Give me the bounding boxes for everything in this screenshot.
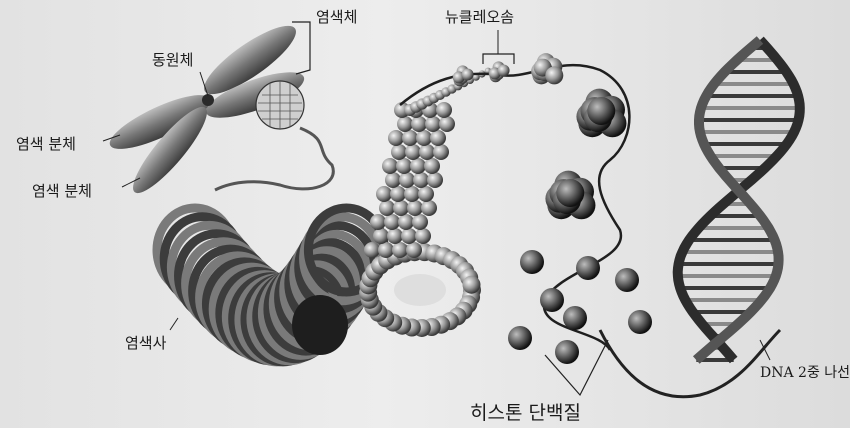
label-dna-helix: DNA 2중 나선: [760, 362, 850, 382]
coil-opening: [292, 295, 348, 355]
column-bead: [439, 116, 455, 132]
column-bead: [430, 130, 446, 146]
column-bead: [416, 130, 432, 146]
column-bead: [411, 116, 427, 132]
column-bead: [412, 214, 428, 230]
column-bead: [399, 172, 415, 188]
chromosome: [104, 15, 310, 201]
column-bead: [402, 130, 418, 146]
column-bead: [413, 172, 429, 188]
solenoid-loop: [359, 243, 481, 337]
label-nucleosome: 뉴클레오솜: [445, 6, 514, 27]
histone-octamer-bead: [545, 66, 563, 84]
column-bead: [385, 172, 401, 188]
histone-octamer-bead: [587, 97, 615, 125]
column-bead: [421, 200, 437, 216]
histone-ball: [615, 268, 639, 292]
column-bead: [404, 186, 420, 202]
column-bead: [376, 186, 392, 202]
histone-octamer-bead: [462, 68, 474, 80]
column-bead: [418, 186, 434, 202]
column-bead: [390, 186, 406, 202]
column-bead: [425, 116, 441, 132]
loop-bead: [462, 276, 480, 294]
column-bead: [393, 200, 409, 216]
column-bead: [396, 158, 412, 174]
chromatin-coil: [157, 208, 384, 362]
column-bead: [398, 214, 414, 230]
label-centromere: 동원체: [152, 49, 193, 70]
histone-ball: [555, 340, 579, 364]
histone-octamer-bead: [498, 64, 510, 76]
column-bead: [388, 130, 404, 146]
solenoid-column: [364, 68, 491, 258]
column-bead: [387, 228, 403, 244]
column-bead: [405, 144, 421, 160]
column-bead: [419, 144, 435, 160]
column-bead: [382, 158, 398, 174]
column-bead: [378, 242, 394, 258]
column-bead: [424, 158, 440, 174]
histone-ball: [628, 310, 652, 334]
label-chromosome: 염색체: [316, 6, 357, 27]
histone-ball: [540, 288, 564, 312]
dna-strand-bottom: [600, 330, 780, 397]
column-bead: [410, 158, 426, 174]
column-bead: [406, 242, 422, 258]
label-histone: 히스톤 단백질: [470, 398, 581, 425]
column-bead: [370, 214, 386, 230]
label-chromatid-2: 염색 분체: [32, 180, 92, 201]
column-bead: [391, 144, 407, 160]
column-bead: [401, 228, 417, 244]
loop-center: [394, 274, 446, 306]
column-bead: [373, 228, 389, 244]
chromatin-fiber: [215, 128, 333, 190]
column-bead: [397, 116, 413, 132]
column-bead: [436, 102, 452, 118]
label-chromatid-1: 염색 분체: [16, 133, 76, 154]
column-bead: [433, 144, 449, 160]
histone-octamer-bead: [556, 179, 584, 207]
label-chromatin: 염색사: [125, 332, 166, 353]
histone-ball: [508, 326, 532, 350]
column-bead: [379, 200, 395, 216]
column-bead: [415, 228, 431, 244]
histone-ball: [520, 250, 544, 274]
histone-ball: [576, 256, 600, 280]
dna-double-helix: [678, 40, 800, 360]
column-bead: [364, 242, 380, 258]
column-bead: [427, 172, 443, 188]
histone-ball: [563, 306, 587, 330]
column-bead: [407, 200, 423, 216]
column-bead: [392, 242, 408, 258]
column-bead: [384, 214, 400, 230]
